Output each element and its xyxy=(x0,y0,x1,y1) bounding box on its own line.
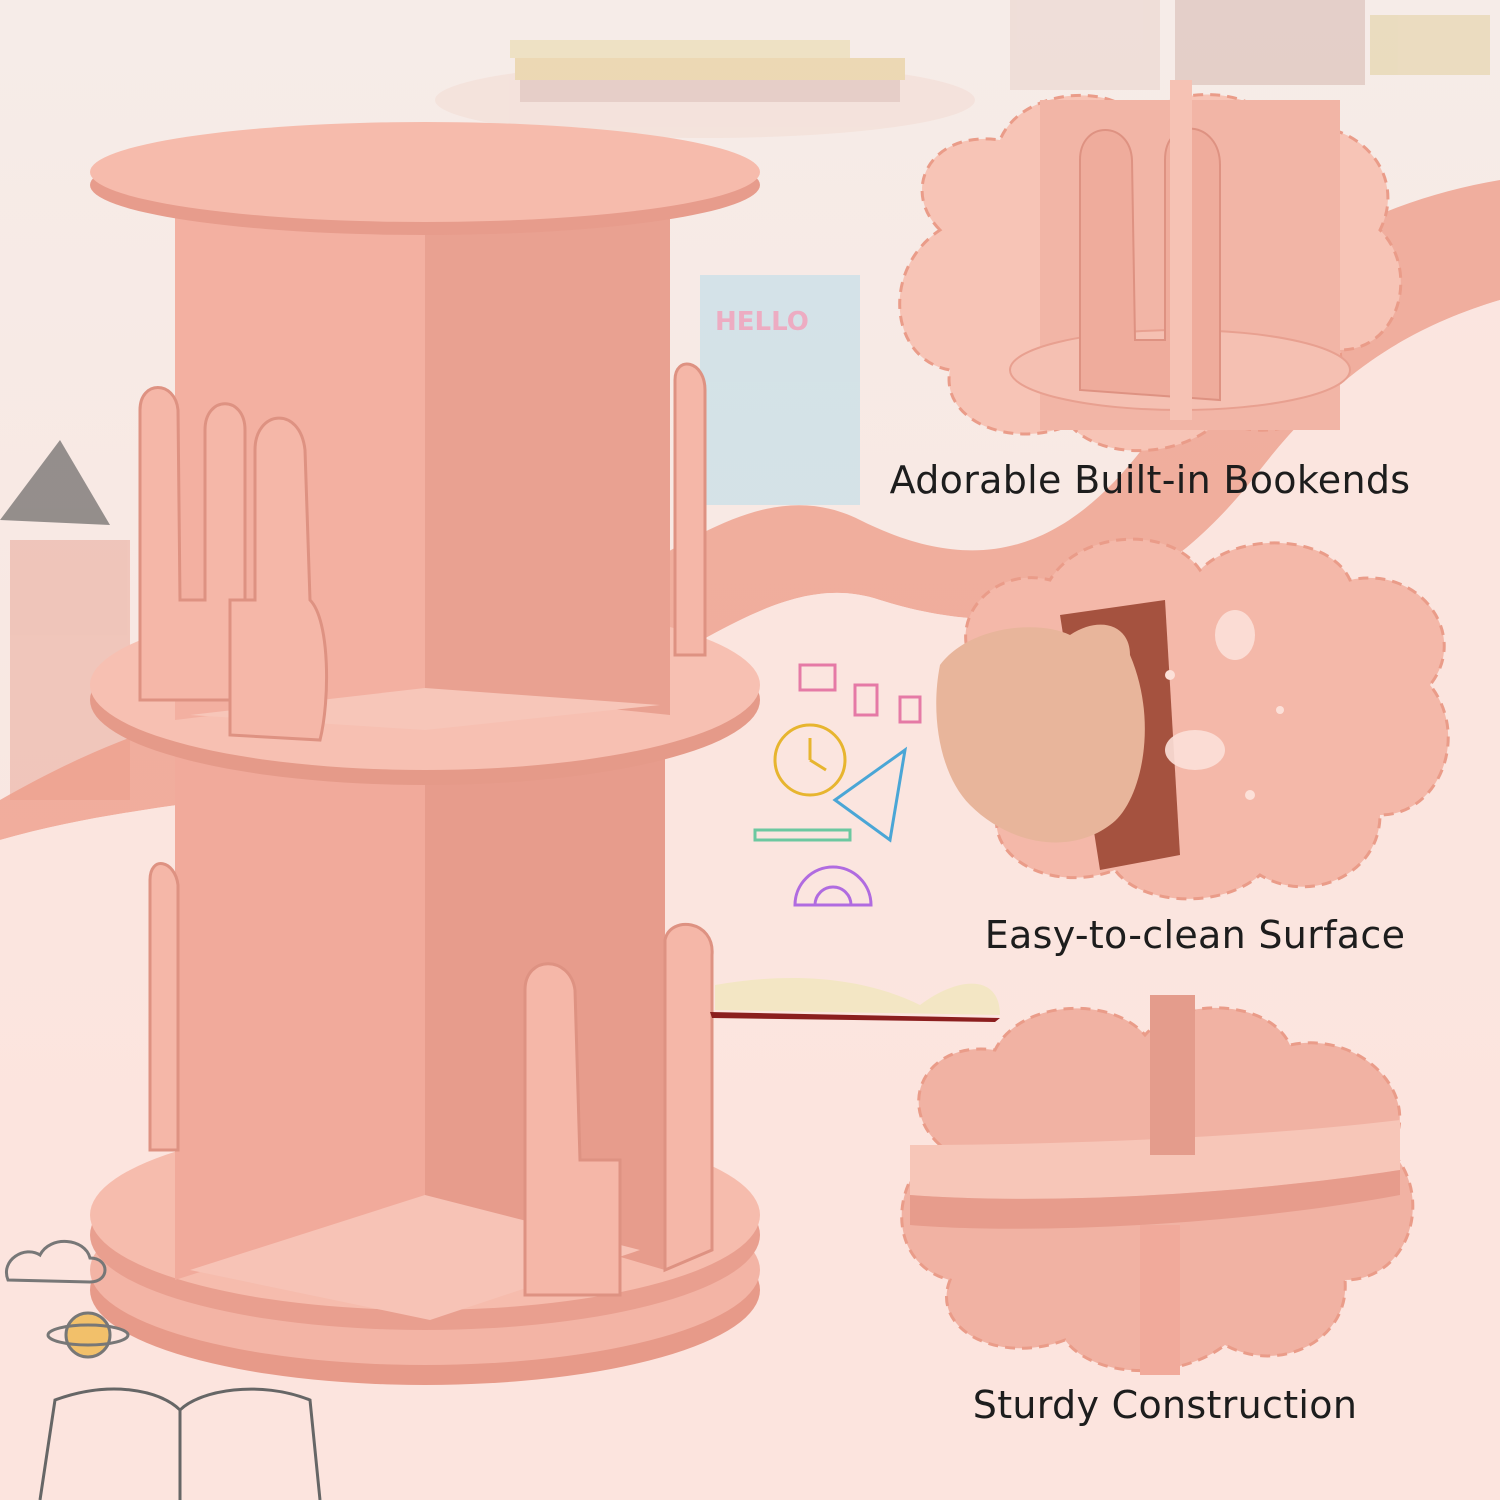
open-book-icon xyxy=(710,977,1000,1022)
construction-closeup-bubble xyxy=(900,995,1415,1375)
planet-doodle-icon xyxy=(46,1311,130,1359)
feature-caption-sturdy: Sturdy Construction xyxy=(972,1383,1358,1427)
bunny-bookend xyxy=(138,362,714,1297)
ruler-icon xyxy=(753,828,852,842)
background-bookshelf: HELLO xyxy=(435,0,1490,505)
cloud-doodle-icon xyxy=(5,1239,107,1284)
svg-text:HELLO: HELLO xyxy=(715,307,809,337)
surface-closeup-bubble xyxy=(936,537,1450,901)
feature-caption-easy-clean: Easy-to-clean Surface xyxy=(984,913,1406,957)
protractor-icon xyxy=(793,865,873,907)
alarm-clock-icon xyxy=(773,723,847,797)
triangle-ruler-icon xyxy=(832,746,908,843)
feature-caption-bookends: Adorable Built-in Bookends xyxy=(889,458,1411,502)
notebook-icon xyxy=(798,663,922,724)
bookend-closeup-bubble xyxy=(898,80,1403,453)
open-book-doodle-icon xyxy=(38,1387,322,1500)
